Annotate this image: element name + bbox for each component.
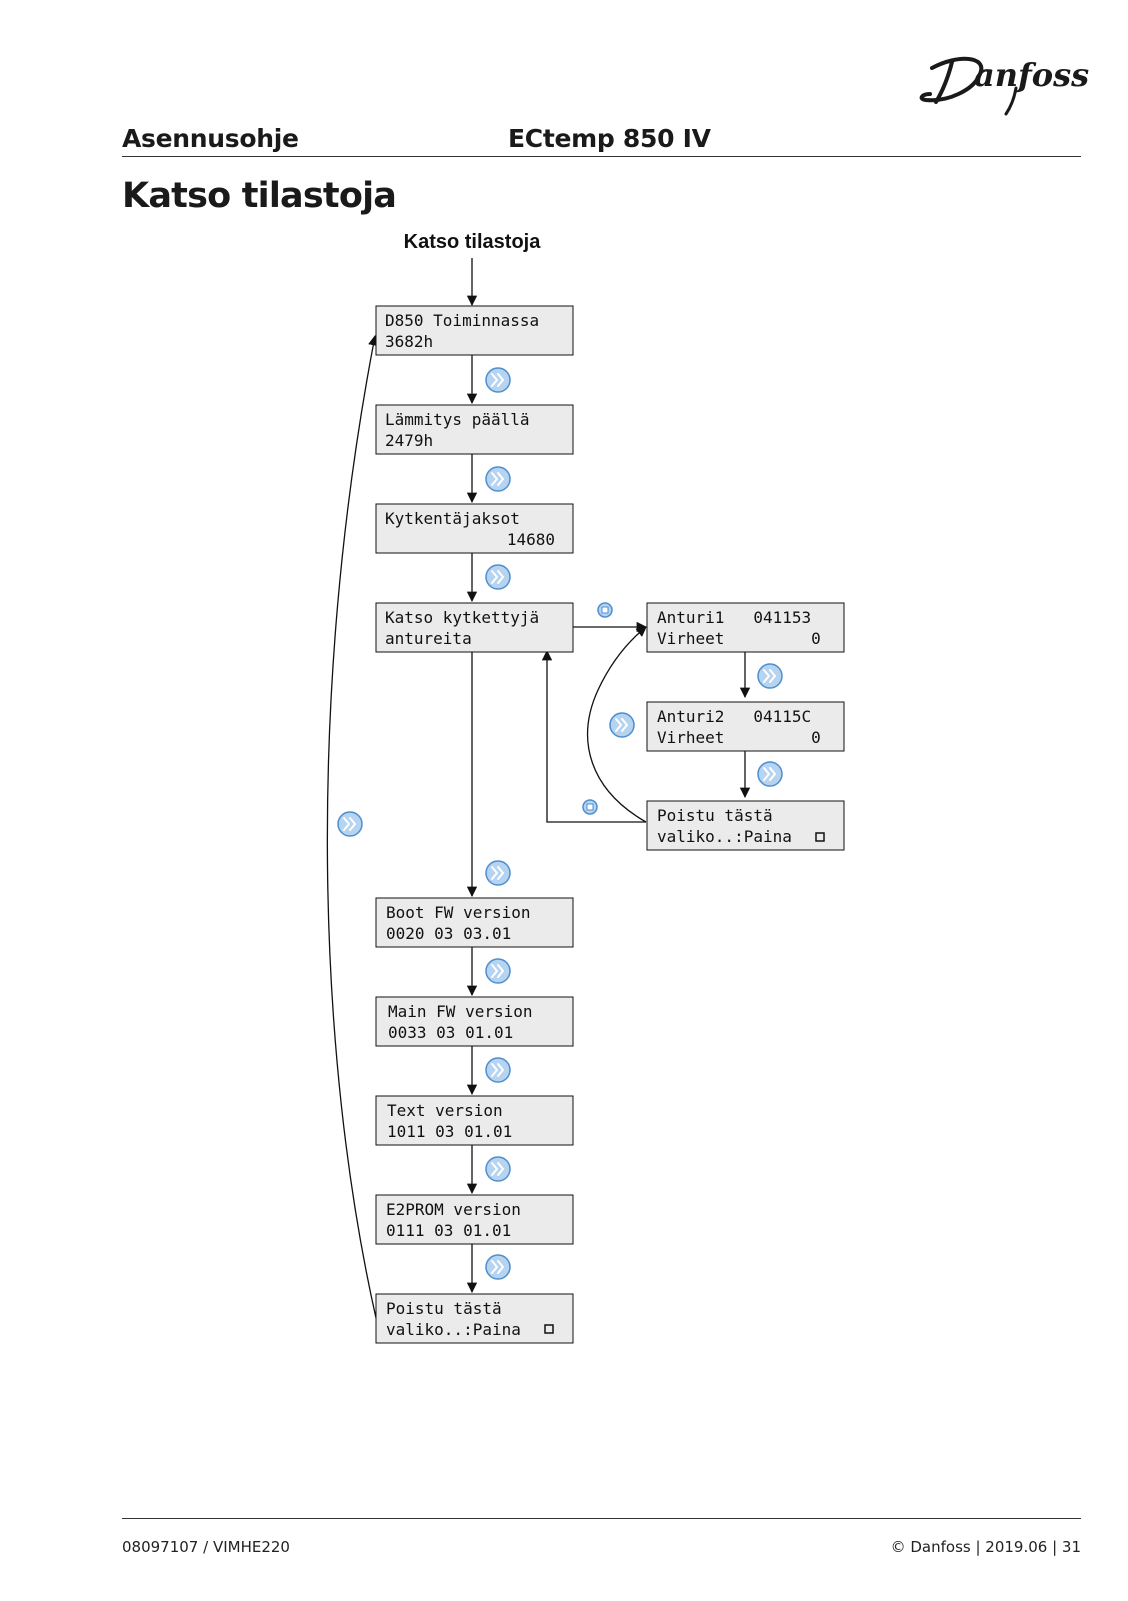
svg-text:0111 03 01.01: 0111 03 01.01 [386,1221,511,1240]
lcd-connected-sensors: Katso kytkettyjä antureita [375,602,574,653]
lcd-text-version: Text version 1011 03 01.01 [375,1095,574,1146]
ok-button-icons [582,602,613,815]
lcd-heating-hours: Lämmitys päällä 2479h [375,404,574,455]
copyright-date-page: © Danfoss | 2019.06 | 31 [890,1538,1081,1556]
lcd-e2prom-version: E2PROM version 0111 03 01.01 [375,1194,574,1245]
footer-rule [122,1518,1081,1519]
svg-text:Text version: Text version [387,1101,503,1120]
svg-text:0033 03 01.01: 0033 03 01.01 [388,1023,513,1042]
svg-text:D850 Toiminnassa: D850 Toiminnassa [385,311,539,330]
svg-text:1011 03 01.01: 1011 03 01.01 [387,1122,512,1141]
product-name: ECtemp 850 IV [508,124,711,153]
svg-text:3682h: 3682h [385,332,433,351]
lcd-exit-sensors: Poistu tästä valiko..:Paina [646,800,845,851]
svg-text:Poistu tästä: Poistu tästä [386,1299,502,1318]
svg-text:0020 03 03.01: 0020 03 03.01 [386,924,511,943]
svg-text:Lämmitys päällä: Lämmitys päällä [385,410,530,429]
svg-text:E2PROM version: E2PROM version [386,1200,521,1219]
svg-text:valiko..:Paina: valiko..:Paina [657,827,792,846]
svg-text:Anturi2 04115C: Anturi2 04115C [657,707,811,726]
svg-text:valiko..:Paina: valiko..:Paina [386,1320,521,1339]
svg-text:Boot FW version: Boot FW version [386,903,531,922]
svg-text:Kytkentäjaksot: Kytkentäjaksot [385,509,520,528]
lcd-boot-fw-version: Boot FW version 0020 03 03.01 [375,897,574,948]
svg-text:Main FW version: Main FW version [388,1002,533,1021]
svg-text:Virheet 0: Virheet 0 [657,629,821,648]
lcd-exit-main: Poistu tästä valiko..:Paina [375,1293,574,1344]
svg-text:Poistu tästä: Poistu tästä [657,806,773,825]
document-code: 08097107 / VIMHE220 [122,1538,290,1556]
square-button-icon [815,832,825,842]
svg-text:2479h: 2479h [385,431,433,450]
svg-text:Anturi1 041153: Anturi1 041153 [657,608,811,627]
square-button-icon [544,1324,554,1334]
header-rule [122,156,1081,157]
lcd-main-fw-version: Main FW version 0033 03 01.01 [375,996,574,1047]
svg-text:anfoss: anfoss [974,56,1089,94]
document-type: Asennusohje [122,124,299,153]
lcd-operating-hours: D850 Toiminnassa 3682h [375,305,574,356]
svg-text:14680: 14680 [507,530,555,549]
diagram-start-label: Katso tilastoja [404,231,542,253]
lcd-sensor-1: Anturi1 041153 Virheet 0 [646,602,845,653]
page-title: Katso tilastoja [122,176,397,216]
lcd-switching-cycles: Kytkentäjaksot 14680 [375,503,574,554]
danfoss-logo: anfoss [919,56,1089,116]
lcd-sensor-2: Anturi2 04115C Virheet 0 [646,701,845,752]
svg-text:Virheet 0: Virheet 0 [657,728,821,747]
svg-text:antureita: antureita [385,629,472,648]
svg-text:Katso kytkettyjä: Katso kytkettyjä [385,608,539,627]
